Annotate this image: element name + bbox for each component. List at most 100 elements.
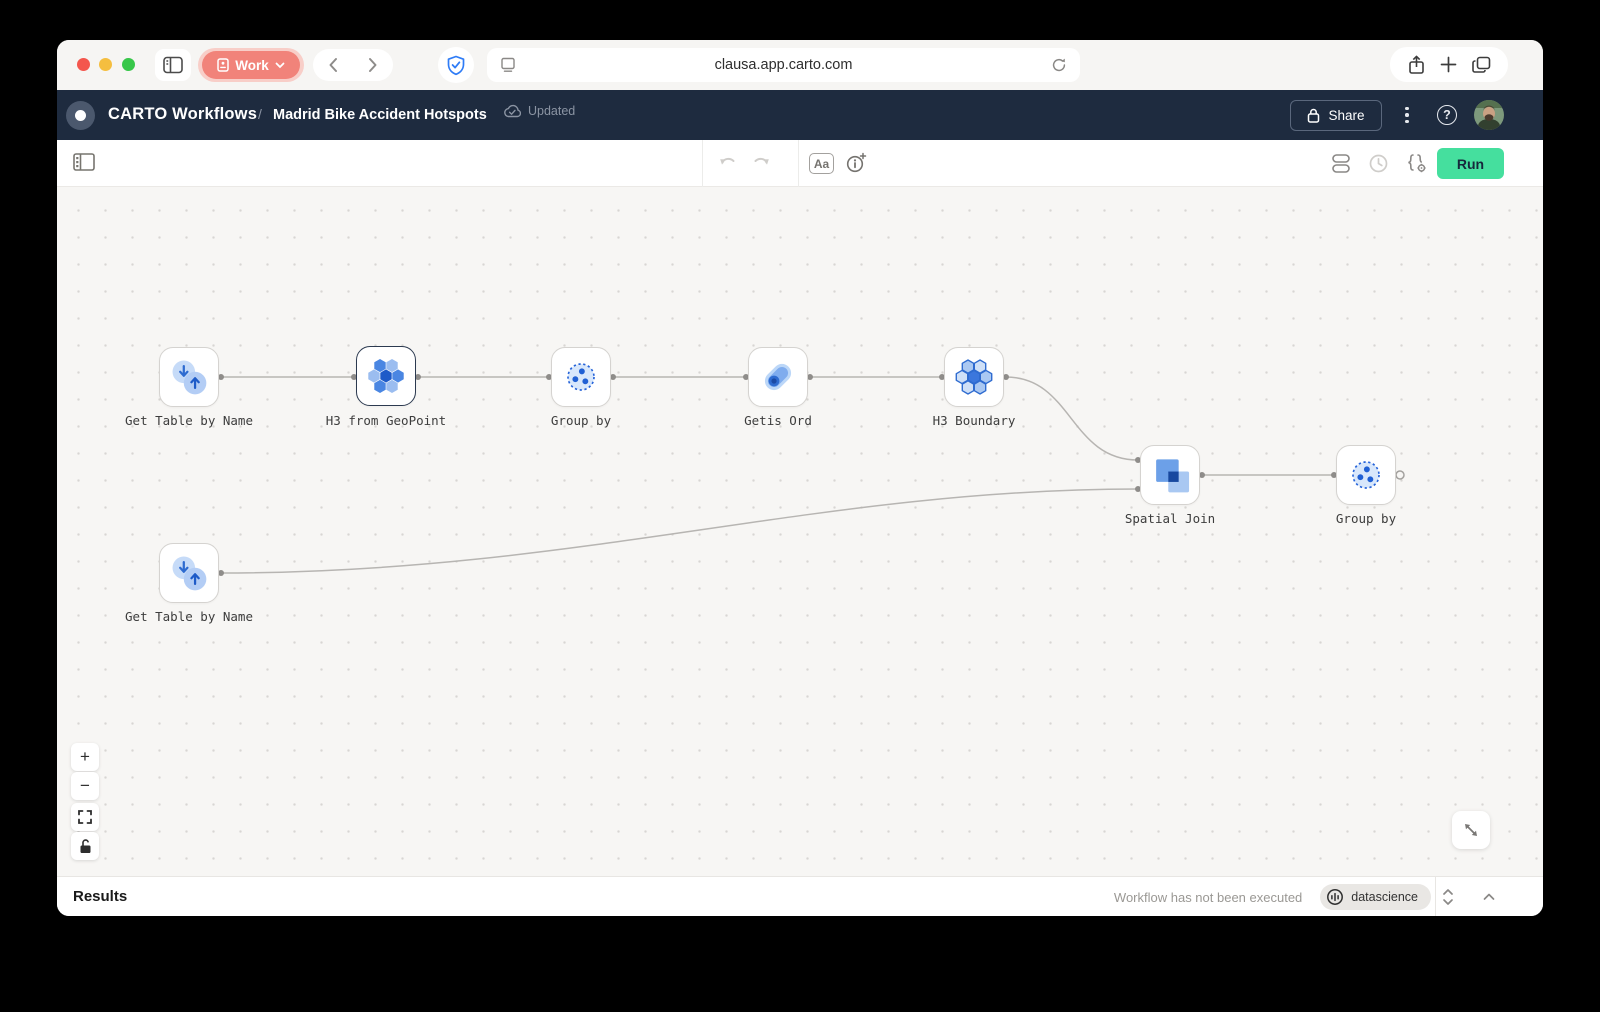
node-group-by-1[interactable]	[551, 347, 611, 407]
diagonal-resize-icon	[1465, 824, 1477, 836]
panel-toggle-icon	[73, 153, 95, 171]
unlock-icon	[80, 838, 90, 853]
node-h3-boundary[interactable]	[944, 347, 1004, 407]
workflow-title[interactable]: Madrid Bike Accident Hotspots	[273, 106, 487, 123]
text-annotation-label: Aa	[813, 156, 830, 171]
app-header: CARTO Workflows / Madrid Bike Accident H…	[57, 90, 1543, 140]
browser-toolbar: Work clausa.app	[57, 40, 1543, 90]
undo-icon	[720, 157, 735, 165]
collapse-panel-button[interactable]	[1482, 890, 1496, 908]
node-label: Spatial Join	[1124, 511, 1216, 526]
minimize-window-button[interactable]	[99, 57, 112, 71]
fit-view-button[interactable]	[71, 803, 99, 831]
edge-layer	[218, 374, 1405, 576]
panel-toggle-button[interactable]	[73, 152, 95, 172]
undo-button[interactable]	[718, 154, 739, 172]
share-page-icon[interactable]	[1408, 55, 1425, 75]
sidebar-icon	[163, 56, 183, 74]
connection-badge[interactable]: datascience	[1320, 884, 1431, 910]
workflow-canvas[interactable]: Get Table by Name H3 from GeoPoint	[57, 187, 1543, 876]
connection-label: datascience	[1351, 890, 1418, 904]
node-spatial-join[interactable]	[1140, 445, 1200, 505]
code-settings-button[interactable]	[1405, 152, 1428, 175]
node-label: H3 from GeoPoint	[325, 413, 447, 428]
versions-icon	[1332, 154, 1350, 173]
browser-sidebar-toggle[interactable]	[155, 49, 191, 81]
tab-overview-icon[interactable]	[1471, 56, 1491, 74]
node-label: Group by	[550, 413, 612, 428]
execution-status: Workflow has not been executed	[1113, 889, 1303, 905]
redo-button[interactable]	[750, 154, 771, 172]
resize-panel-button[interactable]	[1441, 885, 1455, 914]
breadcrumb-separator: /	[258, 106, 262, 122]
carto-logo-dot	[75, 109, 86, 121]
text-annotation-button[interactable]: Aa	[809, 153, 834, 174]
node-group-by-2[interactable]	[1336, 445, 1396, 505]
table-transfer-icon	[172, 556, 207, 591]
node-label: H3 Boundary	[932, 413, 1016, 428]
node-h3-from-geopoint[interactable]	[356, 346, 416, 406]
group-by-icon	[567, 363, 595, 391]
open-output-port	[1395, 470, 1405, 480]
privacy-shield-button[interactable]	[438, 47, 474, 83]
lock-canvas-button[interactable]	[71, 832, 99, 860]
back-button[interactable]	[328, 57, 338, 73]
app-title: CARTO Workflows	[108, 105, 258, 123]
h3-boundary-icon	[955, 359, 993, 395]
shield-check-icon	[447, 55, 465, 75]
add-note-button[interactable]	[845, 152, 867, 174]
profile-badge-icon	[217, 58, 229, 72]
node-label: Get Table by Name	[125, 609, 253, 624]
carto-logo[interactable]	[66, 100, 95, 130]
h3-hexagons-icon	[368, 359, 404, 393]
hotspot-blob-icon	[764, 363, 792, 391]
save-status: Updated	[503, 104, 575, 118]
url-bar[interactable]: clausa.app.carto.com	[487, 48, 1080, 82]
fit-view-icon	[78, 810, 92, 824]
table-transfer-icon	[172, 360, 207, 395]
spatial-join-icon	[1156, 459, 1190, 493]
profile-button[interactable]: Work	[202, 51, 300, 79]
node-get-table-by-name-2[interactable]	[159, 543, 219, 603]
new-tab-icon[interactable]	[1440, 56, 1457, 73]
zoom-in-button[interactable]: +	[71, 743, 99, 771]
zoom-out-label: −	[80, 776, 90, 795]
zoom-in-label: +	[80, 747, 90, 766]
edge-gettable2-spatialjoin	[220, 488, 1139, 574]
close-window-button[interactable]	[77, 57, 90, 71]
group-by-icon	[1352, 461, 1380, 489]
expand-results-button[interactable]	[1452, 811, 1490, 849]
history-button[interactable]	[1368, 153, 1389, 174]
browser-window: Work clausa.app	[57, 40, 1543, 916]
reader-view-icon[interactable]	[500, 57, 516, 73]
forward-button[interactable]	[368, 57, 378, 73]
cloud-check-icon	[504, 104, 521, 118]
profile-label: Work	[235, 57, 269, 73]
workflow-toolbar: Aa	[57, 140, 1543, 187]
zoom-window-button[interactable]	[122, 57, 135, 71]
more-options-button[interactable]	[1400, 98, 1414, 132]
node-getis-ord[interactable]	[748, 347, 808, 407]
node-label: Get Table by Name	[125, 413, 253, 428]
results-title: Results	[73, 888, 128, 905]
versions-button[interactable]	[1331, 153, 1351, 174]
avatar[interactable]	[1474, 100, 1504, 130]
zoom-out-button[interactable]: −	[71, 772, 99, 800]
connection-icon	[1327, 889, 1344, 905]
braces-gear-icon	[1408, 154, 1426, 173]
lock-icon	[1308, 108, 1320, 123]
node-get-table-by-name-1[interactable]	[159, 347, 219, 407]
help-button[interactable]: ?	[1437, 105, 1457, 125]
chevron-down-icon	[275, 62, 285, 68]
redo-icon	[754, 157, 769, 165]
edge-h3boundary-spatialjoin	[1005, 376, 1139, 461]
clock-icon	[1369, 154, 1388, 173]
share-button[interactable]: Share	[1290, 99, 1382, 131]
run-button-label: Run	[1456, 155, 1485, 172]
run-button[interactable]: Run	[1437, 148, 1504, 179]
url-text: clausa.app.carto.com	[714, 57, 853, 73]
chevron-up-icon	[1483, 893, 1495, 900]
profile-tab-group: Work	[198, 48, 304, 82]
reload-icon[interactable]	[1051, 57, 1067, 73]
results-bar: Results Workflow has not been executed d…	[57, 876, 1543, 916]
